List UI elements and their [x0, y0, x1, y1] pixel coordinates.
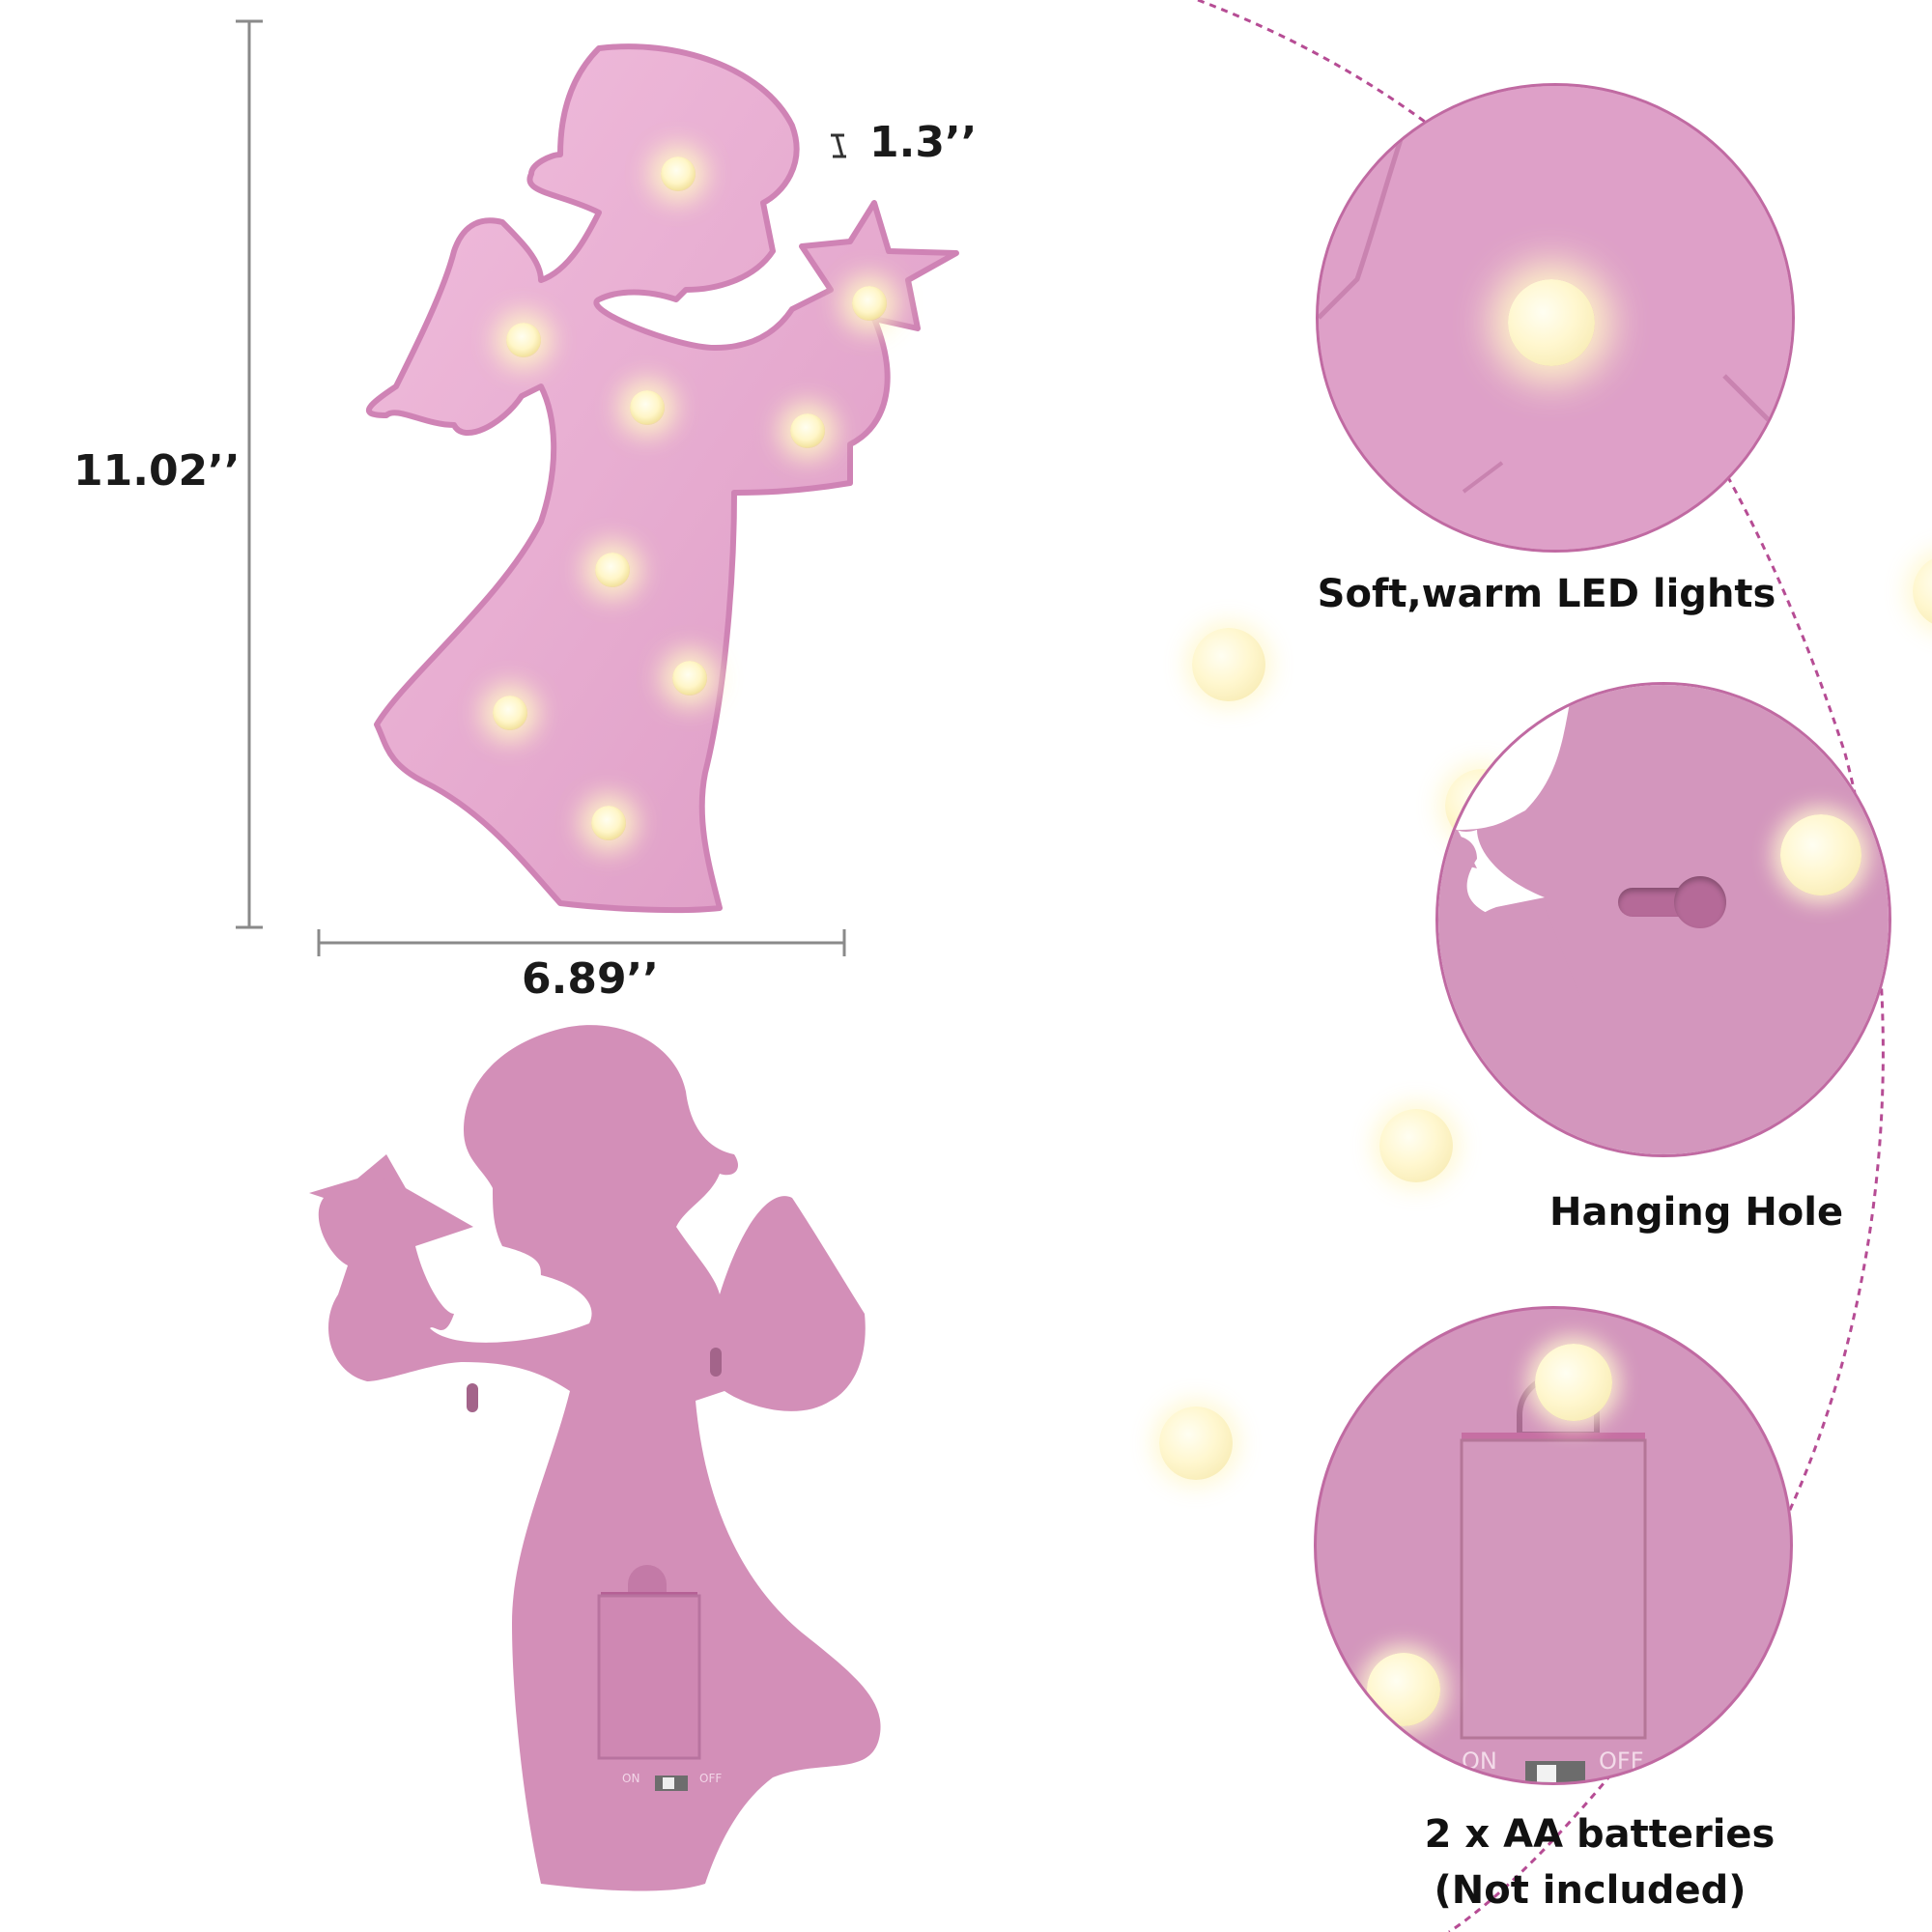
decorative-glow-orb [1913, 554, 1932, 628]
caption-batteries-note: (Not included) [1434, 1868, 1747, 1913]
switch-off-label: OFF [1599, 1747, 1644, 1775]
led-bulb [595, 553, 630, 587]
led-bulb-closeup [1508, 279, 1595, 366]
depth-dimension-label: 1.3’’ [869, 118, 978, 167]
led-bulb [790, 413, 825, 448]
led-bulb [661, 156, 696, 191]
width-dimension-label: 6.89’’ [522, 954, 659, 1004]
led-bulb [672, 661, 707, 696]
led-bulb-closeup [1535, 1344, 1612, 1421]
switch-off-label-small: OFF [699, 1772, 723, 1785]
decorative-glow-orb [1192, 628, 1265, 701]
led-bulb [591, 806, 626, 840]
detail-circle-hanging-hole [1435, 682, 1891, 1157]
led-bulb [506, 323, 541, 357]
led-bulb-closeup [1367, 1653, 1440, 1726]
decorative-glow-orb [1159, 1406, 1233, 1480]
caption-led-lights: Soft,warm LED lights [1317, 572, 1776, 616]
caption-batteries: 2 x AA batteries [1424, 1812, 1776, 1857]
angel-back-silhouette [309, 1025, 881, 1891]
angel-front-silhouette [365, 43, 959, 914]
caption-hanging-hole: Hanging Hole [1549, 1190, 1844, 1235]
keyhole-icon [1618, 876, 1728, 928]
led-bulb [852, 286, 887, 321]
led-bulb-closeup [1780, 814, 1861, 895]
led-bulb [493, 696, 527, 730]
height-dimension-label: 11.02’’ [73, 446, 241, 496]
detail-circle-led-lights [1316, 83, 1795, 553]
switch-on-label-small: ON [622, 1772, 640, 1785]
led-bulb [630, 390, 665, 425]
switch-on-label: ON [1462, 1747, 1497, 1775]
detail-circle-battery-box: ON OFF [1314, 1306, 1793, 1785]
